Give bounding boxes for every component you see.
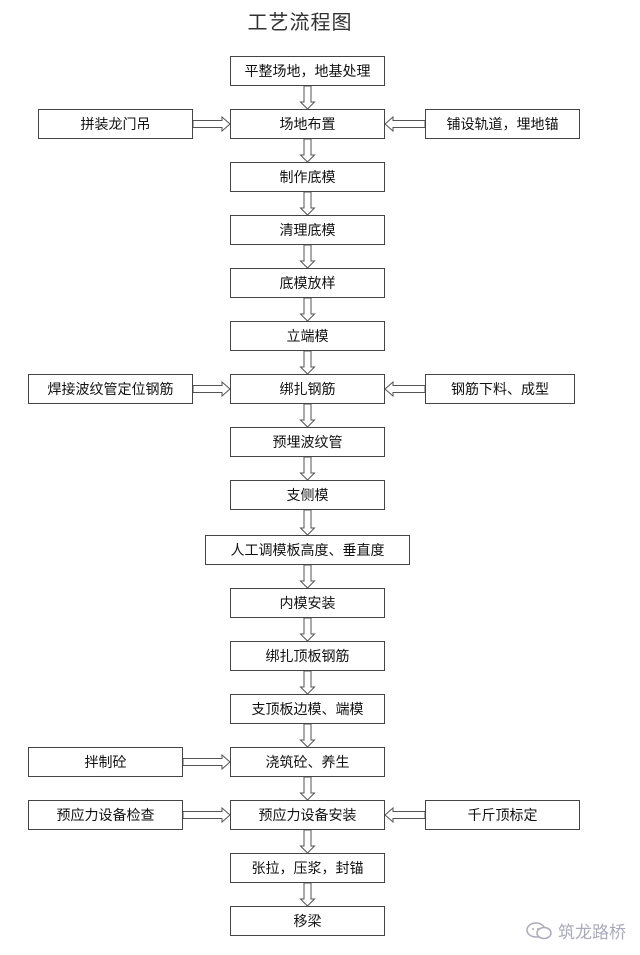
down-arrow xyxy=(299,564,316,589)
down-arrow xyxy=(299,191,316,216)
input-cut-rebar: 钢筋下料、成型 xyxy=(425,374,575,404)
input-assemble-gantry: 拼装龙门吊 xyxy=(38,109,193,139)
left-arrow xyxy=(384,115,426,133)
down-arrow xyxy=(299,244,316,269)
watermark: 筑龙路桥 xyxy=(526,918,626,943)
input-lay-rail: 铺设轨道，埋地锚 xyxy=(425,109,580,139)
input-calibrate-jack: 千斤顶标定 xyxy=(425,800,580,830)
diagram-title: 工艺流程图 xyxy=(247,10,353,34)
down-arrow xyxy=(299,617,316,642)
left-arrow xyxy=(384,380,426,398)
down-arrow xyxy=(299,829,316,854)
right-arrow xyxy=(182,753,231,771)
step-prestress-install: 预应力设备安装 xyxy=(230,800,385,830)
wechat-icon xyxy=(526,921,552,939)
step-tension-grout: 张拉，压浆，封锚 xyxy=(230,853,385,883)
down-arrow xyxy=(299,85,316,110)
left-arrow xyxy=(384,806,426,824)
step-site-leveling: 平整场地，地基处理 xyxy=(230,56,385,86)
down-arrow xyxy=(299,403,316,428)
step-site-layout: 场地布置 xyxy=(230,109,385,139)
down-arrow xyxy=(299,723,316,748)
step-move-beam: 移梁 xyxy=(230,906,385,936)
down-arrow xyxy=(299,297,316,322)
down-arrow xyxy=(299,670,316,695)
right-arrow xyxy=(192,115,231,133)
down-arrow xyxy=(299,509,316,536)
step-end-form: 立端模 xyxy=(230,321,385,351)
step-bottom-form-layout: 底模放样 xyxy=(230,268,385,298)
input-prestress-check: 预应力设备检查 xyxy=(28,800,183,830)
input-weld-duct-rebar: 焊接波纹管定位钢筋 xyxy=(28,374,193,404)
step-top-slab-forms: 支顶板边模、端模 xyxy=(230,694,385,724)
step-clean-bottom-form: 清理底模 xyxy=(230,215,385,245)
down-arrow xyxy=(299,456,316,481)
right-arrow xyxy=(182,806,231,824)
input-mix-concrete: 拌制砼 xyxy=(28,747,183,777)
step-top-slab-rebar: 绑扎顶板钢筋 xyxy=(230,641,385,671)
step-side-form: 支侧模 xyxy=(230,480,385,510)
step-embed-duct: 预埋波纹管 xyxy=(230,427,385,457)
step-make-bottom-form: 制作底模 xyxy=(230,162,385,192)
step-pour-cure: 浇筑砼、养生 xyxy=(230,747,385,777)
down-arrow xyxy=(299,138,316,163)
step-adjust-form: 人工调模板高度、垂直度 xyxy=(205,535,410,565)
watermark-text: 筑龙路桥 xyxy=(558,923,626,943)
right-arrow xyxy=(192,380,231,398)
down-arrow xyxy=(299,882,316,907)
step-tie-rebar: 绑扎钢筋 xyxy=(230,374,385,404)
down-arrow xyxy=(299,350,316,375)
down-arrow xyxy=(299,776,316,801)
step-inner-form: 内模安装 xyxy=(230,588,385,618)
